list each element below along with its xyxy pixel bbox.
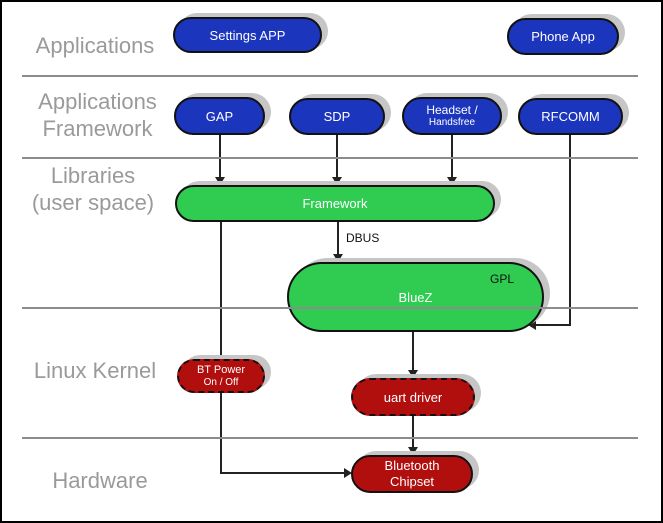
node-label: BT Power bbox=[196, 363, 246, 376]
node-sdp: SDP bbox=[289, 98, 385, 135]
arrowhead-bluez-uart bbox=[408, 370, 418, 378]
node-label: Phone App bbox=[531, 29, 595, 44]
edge-uart-chipset bbox=[412, 416, 414, 448]
edge-bluez-uart bbox=[412, 332, 414, 371]
node-label: RFCOMM bbox=[541, 109, 600, 124]
layer-label-text: Libraries bbox=[50, 163, 136, 188]
edge-sdp-framework bbox=[336, 135, 338, 178]
node-rfcomm: RFCOMM bbox=[518, 98, 623, 135]
layer-divider-3 bbox=[22, 307, 638, 309]
node-sublabel: Handsfree bbox=[428, 116, 476, 128]
node-uart-driver: uart driver bbox=[351, 378, 475, 416]
layer-label-text: Applications bbox=[38, 89, 157, 114]
node-label: GAP bbox=[205, 108, 234, 124]
node-headset-handsfree: Headset / Handsfree bbox=[402, 97, 502, 135]
arrowhead-sdp-framework bbox=[332, 177, 342, 185]
edge-headset-framework bbox=[451, 135, 453, 178]
node-label: Framework bbox=[302, 196, 368, 211]
layer-label-hardware: Hardware bbox=[20, 467, 180, 494]
edge-rfcomm-bluez-vertical bbox=[569, 135, 571, 326]
layer-label-text: Applications bbox=[35, 33, 155, 58]
layer-label-text: (user space) bbox=[31, 190, 155, 215]
node-label: Settings APP bbox=[209, 27, 286, 43]
layer-label-text: Hardware bbox=[52, 468, 148, 493]
node-label: SDP bbox=[323, 109, 351, 124]
node-label: BlueZ bbox=[398, 289, 433, 305]
arrowhead-into-chipset bbox=[344, 468, 352, 478]
layer-label-text: Framework bbox=[42, 116, 153, 141]
arrowhead-uart-chipset bbox=[408, 447, 418, 455]
layer-divider-1 bbox=[22, 75, 638, 77]
layer-label-text: Linux Kernel bbox=[33, 358, 157, 383]
edge-framework-chipset-horizontal bbox=[220, 472, 344, 474]
node-framework: Framework bbox=[175, 185, 495, 222]
arrowhead-gap-framework bbox=[215, 177, 225, 185]
arrowhead-dbus-bluez bbox=[333, 254, 343, 262]
node-sublabel: On / Off bbox=[203, 376, 239, 388]
edge-rfcomm-bluez-horizontal bbox=[536, 324, 571, 326]
node-bluez: GPL BlueZ bbox=[287, 262, 544, 332]
edge-framework-chipset-vertical bbox=[220, 222, 222, 474]
gpl-badge: GPL bbox=[489, 272, 514, 286]
layer-divider-4 bbox=[22, 437, 638, 439]
edge-gap-framework bbox=[219, 135, 221, 178]
arrowhead-rfcomm-bluez bbox=[528, 320, 536, 330]
layer-label-linux-kernel: Linux Kernel bbox=[20, 357, 170, 384]
node-gap: GAP bbox=[174, 97, 265, 135]
node-phone-app: Phone App bbox=[507, 18, 619, 55]
layer-label-libraries: Libraries (user space) bbox=[18, 162, 168, 216]
arrowhead-headset-framework bbox=[447, 177, 457, 185]
node-label: Headset / bbox=[426, 102, 478, 117]
node-settings-app: Settings APP bbox=[173, 17, 322, 53]
node-label: uart driver bbox=[383, 389, 443, 405]
layer-divider-2 bbox=[22, 157, 638, 159]
layer-label-applications-framework: Applications Framework bbox=[20, 88, 175, 142]
edge-framework-bluez-dbus bbox=[337, 222, 339, 255]
node-bt-power: BT Power On / Off bbox=[177, 359, 265, 393]
layer-label-applications: Applications bbox=[20, 32, 170, 59]
node-label: Chipset bbox=[389, 474, 435, 489]
node-bluetooth-chipset: Bluetooth Chipset bbox=[351, 455, 473, 493]
dbus-label: DBUS bbox=[346, 231, 380, 245]
node-label: Bluetooth bbox=[384, 458, 440, 473]
